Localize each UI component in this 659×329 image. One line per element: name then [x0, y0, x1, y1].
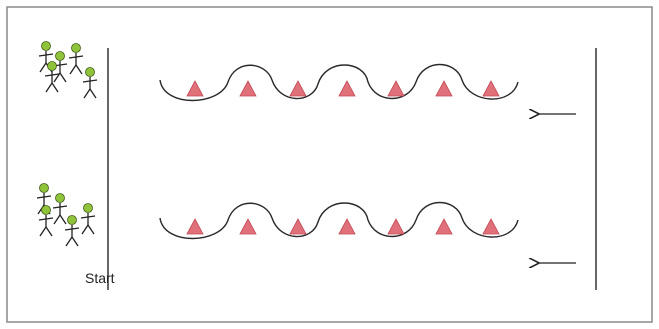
- stick-figure-icon: [52, 193, 68, 225]
- cone-icon: [338, 80, 356, 97]
- cone-icon: [239, 80, 257, 97]
- cones-lane-2: [186, 218, 500, 235]
- cone-icon: [289, 218, 307, 235]
- cone-icon: [186, 218, 204, 235]
- stick-figure-icon: [80, 203, 96, 235]
- cones-lane-1: [186, 80, 500, 97]
- cone-icon: [435, 80, 453, 97]
- cone-icon: [435, 218, 453, 235]
- stick-figure-icon: [64, 215, 80, 247]
- cone-icon: [186, 80, 204, 97]
- slalom-path-lane-1: [159, 64, 519, 102]
- player-group-1: [38, 41, 98, 99]
- cone-icon: [482, 80, 500, 97]
- stick-figure-icon: [38, 205, 54, 237]
- slalom-path-lane-2: [159, 202, 519, 240]
- cone-icon: [387, 80, 405, 97]
- diagram-border: [6, 6, 653, 323]
- stick-figure-icon: [44, 61, 60, 93]
- player-group-2: [36, 183, 96, 247]
- stick-figure-icon: [68, 43, 84, 75]
- start-label: Start: [85, 270, 115, 286]
- cone-icon: [387, 218, 405, 235]
- cone-icon: [239, 218, 257, 235]
- cone-icon: [289, 80, 307, 97]
- cone-icon: [482, 218, 500, 235]
- stick-figure-icon: [82, 67, 98, 99]
- cone-icon: [338, 218, 356, 235]
